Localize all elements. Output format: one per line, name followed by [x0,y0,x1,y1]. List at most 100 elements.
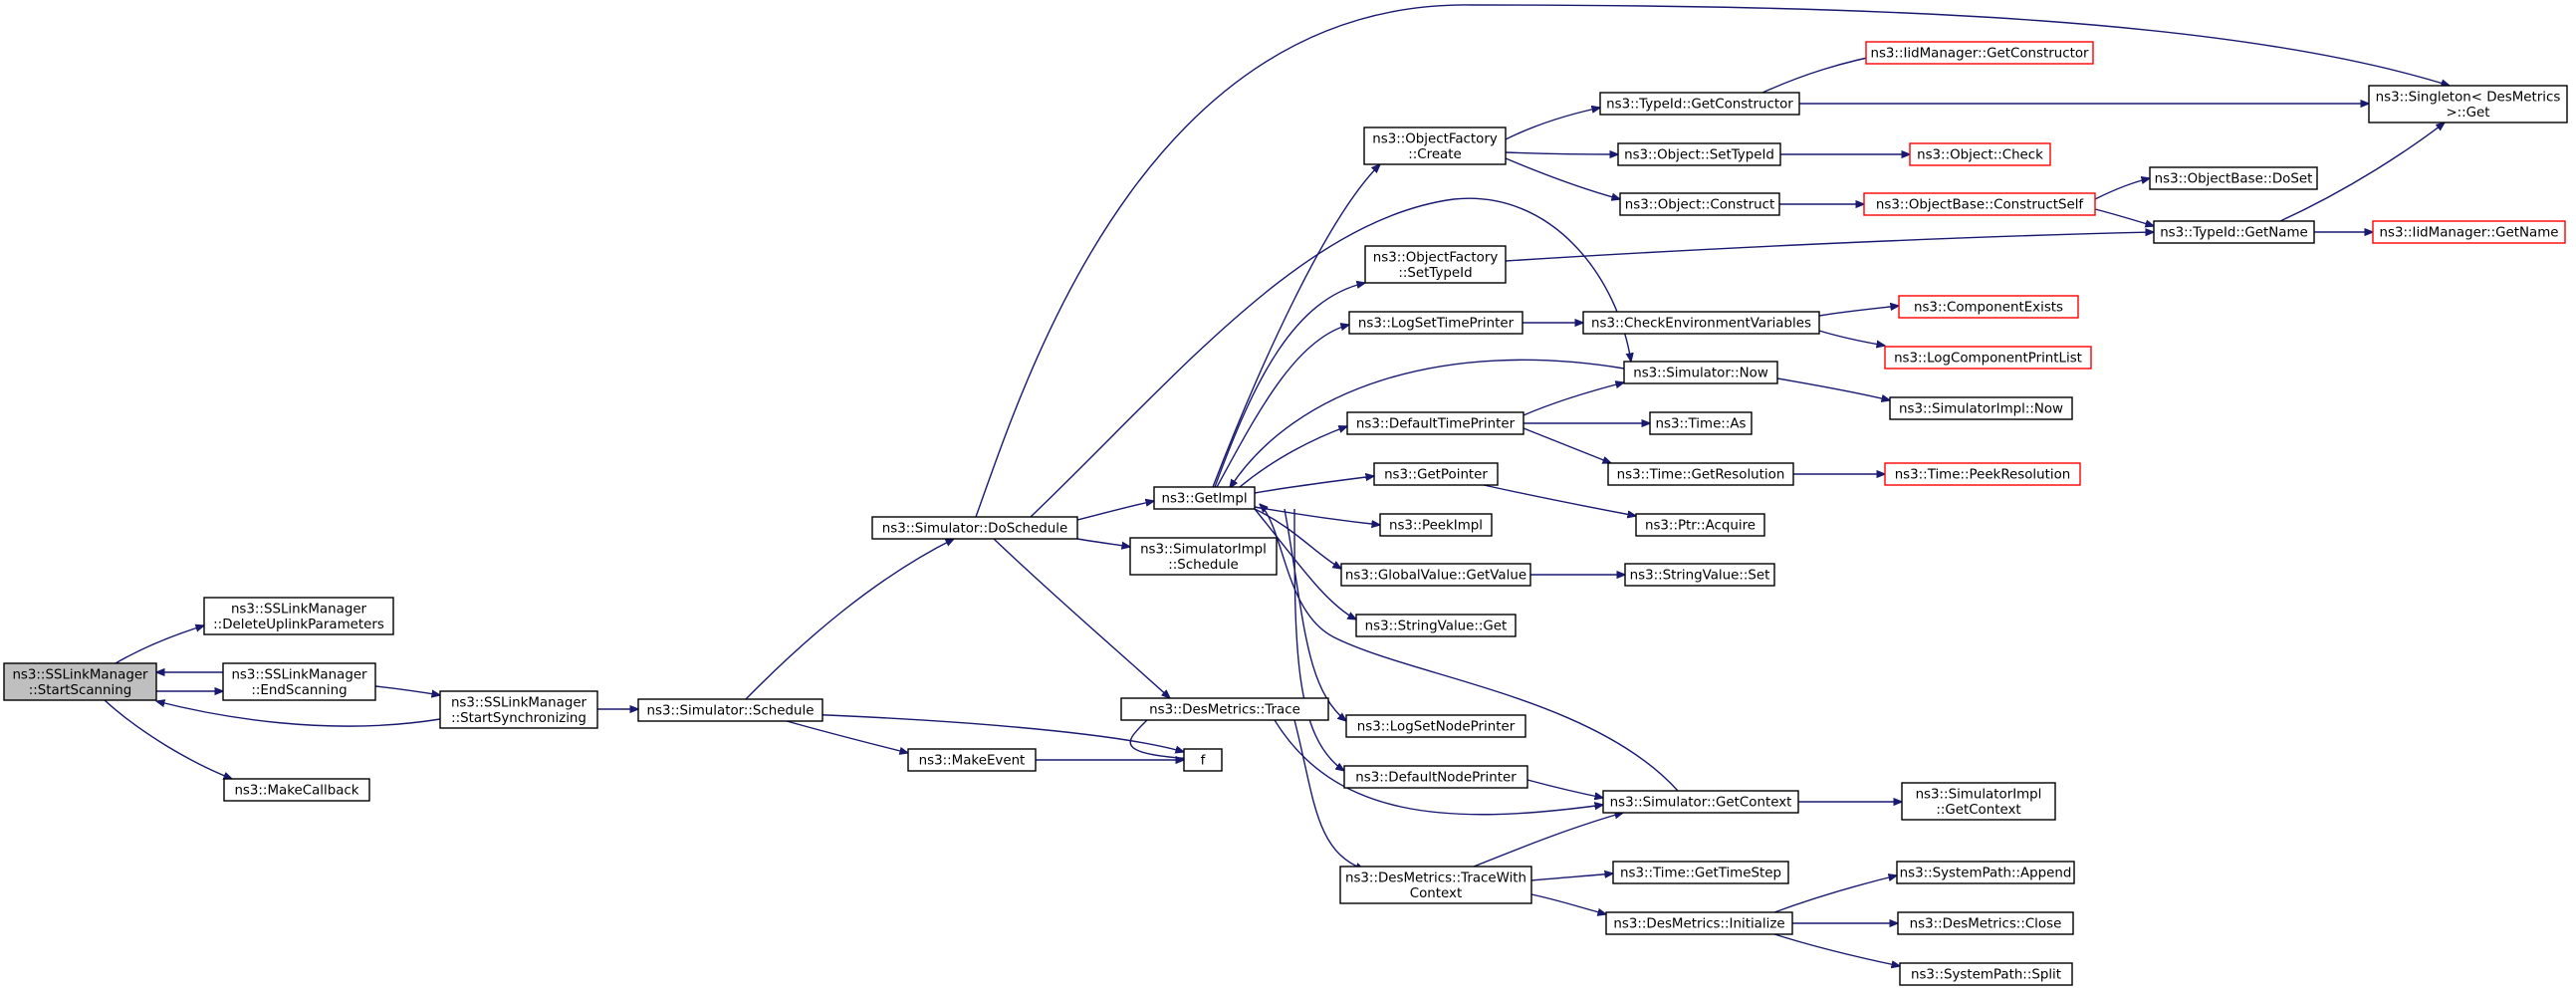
node-box[interactable] [223,778,370,802]
node-box[interactable] [203,597,394,635]
node-logsettimeprinter[interactable]: ns3::LogSetTimePrinter [1348,311,1523,335]
node-box[interactable] [1623,361,1778,384]
node-box[interactable] [1649,411,1753,435]
node-defaultnodeprinter[interactable]: ns3::DefaultNodePrinter [1343,765,1528,789]
node-box[interactable] [1120,697,1329,721]
node-box[interactable] [1364,245,1507,284]
node-ptr-acquire[interactable]: ns3::Ptr::Acquire [1635,513,1765,537]
node-getimpl[interactable]: ns3::GetImpl [1153,486,1256,510]
node-box[interactable] [1340,563,1531,587]
node-box[interactable] [1909,142,2051,166]
node-getpointer[interactable]: ns3::GetPointer [1373,462,1499,486]
node-object-construct[interactable]: ns3::Object::Construct [1619,192,1780,216]
node-box[interactable] [2372,220,2566,244]
node-box[interactable] [2153,220,2315,244]
node-typeid-getname[interactable]: ns3::TypeId::GetName [2153,220,2315,244]
node-box[interactable] [1379,513,1493,537]
node-box[interactable] [1346,411,1524,435]
node-desmetrics-trace[interactable]: ns3::DesMetrics::Trace [1120,697,1329,721]
node-box[interactable] [1896,861,2075,884]
node-box[interactable] [1339,866,1532,904]
node-simulatorimpl-schedule[interactable]: ns3::SimulatorImpl::Schedule [1129,537,1278,576]
node-time-peekresolution[interactable]: ns3::Time::PeekResolution [1884,462,2081,486]
node-box[interactable] [1617,142,1781,166]
node-objectbase-doset[interactable]: ns3::ObjectBase::DoSet [2149,166,2318,190]
node-iidmanager-getname[interactable]: ns3::IidManager::GetName [2372,220,2566,244]
node-box[interactable] [1889,396,2073,420]
node-desmetrics-initialize[interactable]: ns3::DesMetrics::Initialize [1605,911,1793,935]
node-box[interactable] [637,698,823,722]
node-singleton-desmetrics-get[interactable]: ns3::Singleton< DesMetrics>::Get [2368,85,2568,124]
node-box[interactable] [439,690,598,729]
node-componentexists[interactable]: ns3::ComponentExists [1898,295,2079,319]
node-box[interactable] [1619,192,1780,216]
node-object-settypeid[interactable]: ns3::Object::SetTypeId [1617,142,1781,166]
node-f[interactable]: f [1183,748,1223,772]
node-stringvalue-get[interactable]: ns3::StringValue::Get [1355,614,1517,637]
node-box[interactable] [1865,41,2094,65]
node-box[interactable] [2149,166,2318,190]
node-box[interactable] [1343,765,1528,789]
node-sslinkmanager-startscanning[interactable]: ns3::SSLinkManager::StartScanning [3,662,157,701]
node-typeid-getconstructor[interactable]: ns3::TypeId::GetConstructor [1599,92,1800,116]
node-makecallback[interactable]: ns3::MakeCallback [223,778,370,802]
node-box[interactable] [1605,911,1793,935]
node-time-getresolution[interactable]: ns3::Time::GetResolution [1607,462,1794,486]
node-simulator-now[interactable]: ns3::Simulator::Now [1623,361,1778,384]
node-time-as[interactable]: ns3::Time::As [1649,411,1753,435]
node-desmetrics-close[interactable]: ns3::DesMetrics::Close [1897,911,2074,935]
node-makeevent[interactable]: ns3::MakeEvent [907,748,1037,772]
node-defaulttimeprinter[interactable]: ns3::DefaultTimePrinter [1346,411,1524,435]
node-box[interactable] [1884,462,2081,486]
node-box[interactable] [1363,126,1507,165]
node-sslinkmanager-startsynchronizing[interactable]: ns3::SSLinkManager::StartSynchronizing [439,690,598,729]
node-simulatorimpl-now[interactable]: ns3::SimulatorImpl::Now [1889,396,2073,420]
node-box[interactable] [1635,513,1765,537]
node-stringvalue-set[interactable]: ns3::StringValue::Set [1624,563,1775,587]
node-box[interactable] [1884,346,2092,370]
node-objectfactory-settypeid[interactable]: ns3::ObjectFactory::SetTypeId [1364,245,1507,284]
node-sslinkmanager-deleteuplinkparameters[interactable]: ns3::SSLinkManager::DeleteUplinkParamete… [203,597,394,635]
node-box[interactable] [1899,962,2073,986]
node-box[interactable] [1898,295,2079,319]
node-logsetnodeprinter[interactable]: ns3::LogSetNodePrinter [1345,714,1526,738]
node-simulatorimpl-getcontext[interactable]: ns3::SimulatorImpl::GetContext [1901,782,2056,821]
node-time-gettimestep[interactable]: ns3::Time::GetTimeStep [1612,861,1789,884]
node-box[interactable] [1345,714,1526,738]
node-box[interactable] [871,516,1078,540]
node-checkenvironmentvariables[interactable]: ns3::CheckEnvironmentVariables [1582,311,1820,335]
node-box[interactable] [1129,537,1278,576]
node-box[interactable] [1897,911,2074,935]
node-box[interactable] [1183,748,1223,772]
node-objectfactory-create[interactable]: ns3::ObjectFactory::Create [1363,126,1507,165]
node-box[interactable] [2368,85,2568,124]
node-box[interactable] [1599,92,1800,116]
node-logcomponentprintlist[interactable]: ns3::LogComponentPrintList [1884,346,2092,370]
node-objectbase-constructself[interactable]: ns3::ObjectBase::ConstructSelf [1863,192,2096,216]
node-box[interactable] [907,748,1037,772]
node-simulator-doschedule[interactable]: ns3::Simulator::DoSchedule [871,516,1078,540]
node-systempath-append[interactable]: ns3::SystemPath::Append [1896,861,2075,884]
node-box[interactable] [1153,486,1256,510]
node-box[interactable] [1602,790,1799,814]
node-box[interactable] [1373,462,1499,486]
node-simulator-schedule[interactable]: ns3::Simulator::Schedule [637,698,823,722]
node-globalvalue-getvalue[interactable]: ns3::GlobalValue::GetValue [1340,563,1531,587]
node-box[interactable] [1612,861,1789,884]
node-systempath-split[interactable]: ns3::SystemPath::Split [1899,962,2073,986]
node-box[interactable] [1901,782,2056,821]
node-box[interactable] [1607,462,1794,486]
node-peekimpl[interactable]: ns3::PeekImpl [1379,513,1493,537]
node-sslinkmanager-endscanning[interactable]: ns3::SSLinkManager::EndScanning [222,662,376,701]
node-box[interactable] [3,662,157,701]
node-iidmanager-getconstructor[interactable]: ns3::IidManager::GetConstructor [1865,41,2094,65]
node-box[interactable] [1863,192,2096,216]
node-box[interactable] [1624,563,1775,587]
node-box[interactable] [1355,614,1517,637]
node-simulator-getcontext[interactable]: ns3::Simulator::GetContext [1602,790,1799,814]
node-box[interactable] [222,662,376,701]
node-box[interactable] [1348,311,1523,335]
node-object-check[interactable]: ns3::Object::Check [1909,142,2051,166]
node-box[interactable] [1582,311,1820,335]
